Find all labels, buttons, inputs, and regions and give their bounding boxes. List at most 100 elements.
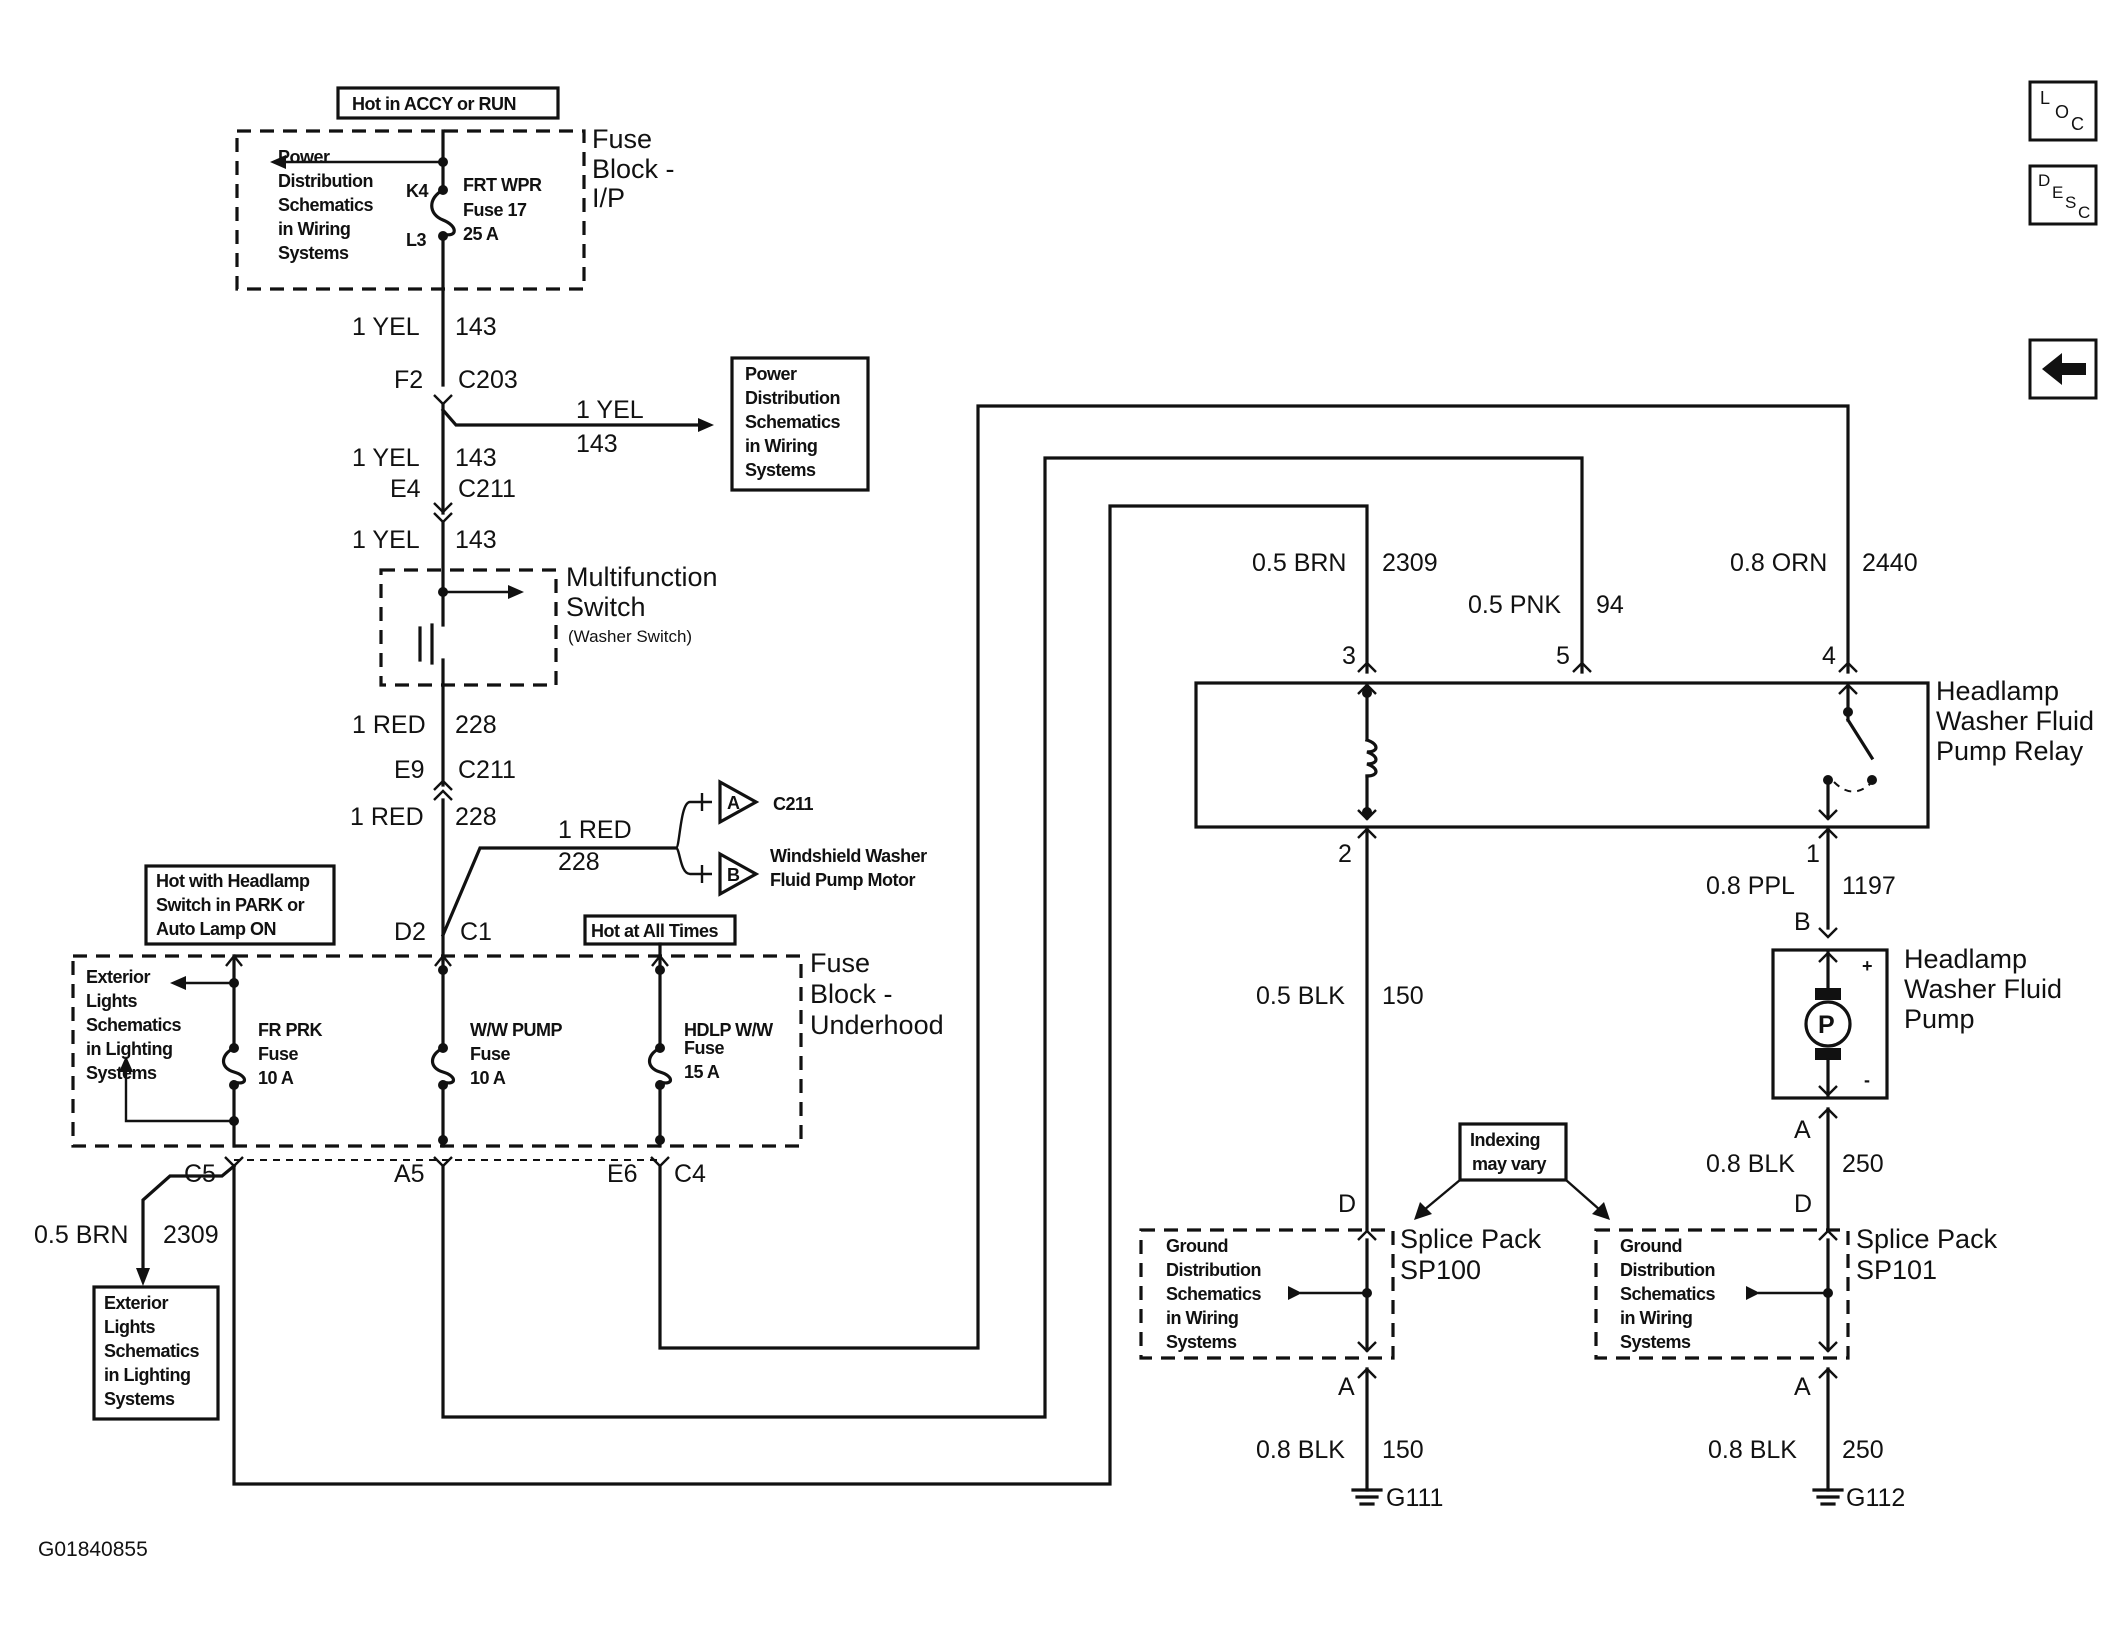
svg-text:Systems: Systems [104, 1389, 175, 1409]
hot-with-headlamp-label: Hot with Headlamp Switch in PARK or Auto… [144, 864, 336, 946]
relay-switch-icon [1818, 683, 1877, 821]
power-distribution-ref-right: Power Distribution Schematics in Wiring … [730, 356, 870, 492]
svg-text:Schematics: Schematics [745, 412, 841, 432]
svg-text:143: 143 [455, 526, 497, 554]
svg-text:A: A [1794, 1116, 1811, 1144]
svg-text:2: 2 [1338, 840, 1352, 868]
svg-text:Windshield Washer: Windshield Washer [770, 846, 927, 866]
pump-motor-icon: P + - [1804, 951, 1873, 1097]
exterior-lights-ref-top: Exterior Lights Schematics in Lighting S… [86, 967, 182, 1083]
svg-text:Power: Power [745, 364, 797, 384]
svg-text:Fuse: Fuse [470, 1044, 511, 1064]
svg-text:10 A: 10 A [470, 1068, 506, 1088]
svg-text:B: B [1794, 908, 1811, 936]
svg-text:228: 228 [558, 848, 600, 876]
svg-text:1197: 1197 [1842, 872, 1896, 900]
svg-text:Block -: Block - [810, 979, 893, 1009]
back-button[interactable] [2028, 338, 2098, 400]
svg-text:C211: C211 [458, 475, 516, 503]
svg-text:2309: 2309 [1382, 549, 1438, 577]
svg-text:Distribution: Distribution [1620, 1260, 1715, 1280]
svg-text:1 RED: 1 RED [352, 711, 426, 739]
svg-text:G111: G111 [1386, 1484, 1443, 1512]
svg-text:in Wiring: in Wiring [1620, 1308, 1692, 1328]
svg-text:2309: 2309 [163, 1221, 219, 1249]
fuse-block-ip-outline [235, 129, 586, 291]
svg-text:FR PRK: FR PRK [258, 1020, 323, 1040]
svg-text:0.8 BLK: 0.8 BLK [1256, 1436, 1345, 1464]
svg-text:Fuse: Fuse [810, 948, 870, 978]
svg-text:Pump Relay: Pump Relay [1936, 736, 2084, 766]
svg-text:0.5 PNK: 0.5 PNK [1468, 591, 1561, 619]
fr-prk-fuse-label: FR PRK Fuse 10 A [258, 1020, 323, 1088]
multifunction-switch-label: Multifunction Switch (Washer Switch) [566, 562, 718, 646]
svg-text:Systems: Systems [1620, 1332, 1691, 1352]
svg-text:Schematics: Schematics [104, 1341, 200, 1361]
hot-at-all-times-label: Hot at All Times [583, 914, 737, 946]
frt-wpr-fuse-label: FRT WPR Fuse 17 25 A [463, 175, 542, 244]
svg-text:W/W PUMP: W/W PUMP [470, 1020, 562, 1040]
svg-text:in Lighting: in Lighting [104, 1365, 190, 1385]
svg-text:150: 150 [1382, 1436, 1424, 1464]
svg-text:C: C [2078, 203, 2090, 222]
svg-text:Lights: Lights [86, 991, 137, 1011]
svg-text:SP100: SP100 [1400, 1255, 1481, 1285]
svg-text:L3: L3 [406, 230, 426, 250]
svg-text:25 A: 25 A [463, 224, 499, 244]
svg-text:Exterior: Exterior [104, 1293, 169, 1313]
svg-text:C5: C5 [184, 1160, 216, 1188]
connector-a-icon: A [690, 779, 760, 825]
svg-text:C203: C203 [458, 366, 518, 394]
pump-relay-body [1194, 681, 1930, 829]
ground-g112-icon [1812, 1488, 1844, 1506]
ww-pump-fuse-icon [430, 1045, 456, 1085]
svg-text:1: 1 [1806, 840, 1820, 868]
svg-text:0.8 BLK: 0.8 BLK [1708, 1436, 1797, 1464]
svg-text:Systems: Systems [86, 1063, 157, 1083]
svg-text:E: E [2052, 183, 2063, 202]
hot-accy-run-label: Hot in ACCY or RUN [336, 86, 560, 120]
svg-text:Fluid Pump Motor: Fluid Pump Motor [770, 870, 915, 890]
connector-b-icon: B [690, 851, 760, 897]
ground-g111-icon [1351, 1488, 1383, 1506]
svg-text:1 YEL: 1 YEL [576, 396, 644, 424]
svg-text:may vary: may vary [1472, 1154, 1547, 1174]
svg-text:Switch in PARK or: Switch in PARK or [156, 895, 305, 915]
svg-text:Headlamp: Headlamp [1936, 676, 2059, 706]
svg-text:250: 250 [1842, 1436, 1884, 1464]
svg-text:Lights: Lights [104, 1317, 155, 1337]
ground-dist-ref-sp101: Ground Distribution Schematics in Wiring… [1620, 1236, 1716, 1352]
desc-button[interactable]: D E S C [2028, 164, 2098, 226]
svg-text:1 RED: 1 RED [350, 803, 424, 831]
svg-text:Multifunction: Multifunction [566, 562, 718, 592]
svg-text:1 YEL: 1 YEL [352, 313, 420, 341]
svg-text:P: P [1818, 1011, 1835, 1039]
svg-text:Hot in ACCY or RUN: Hot in ACCY or RUN [352, 94, 516, 114]
svg-text:C: C [2071, 114, 2084, 134]
svg-text:Auto Lamp ON: Auto Lamp ON [156, 919, 276, 939]
svg-text:94: 94 [1596, 591, 1624, 619]
svg-text:0.8 BLK: 0.8 BLK [1706, 1150, 1795, 1178]
svg-text:0.8 PPL: 0.8 PPL [1706, 872, 1795, 900]
svg-text:C211: C211 [458, 756, 516, 784]
svg-text:0.8 ORN: 0.8 ORN [1730, 549, 1827, 577]
svg-text:Headlamp: Headlamp [1904, 944, 2027, 974]
svg-text:15 A: 15 A [684, 1062, 720, 1082]
svg-text:D: D [2038, 171, 2050, 190]
svg-text:in Wiring: in Wiring [745, 436, 817, 456]
svg-text:E9: E9 [394, 756, 425, 784]
svg-text:Switch: Switch [566, 592, 646, 622]
svg-text:Distribution: Distribution [1166, 1260, 1261, 1280]
exterior-lights-ref-bottom: Exterior Lights Schematics in Lighting S… [92, 1285, 220, 1421]
svg-text:Schematics: Schematics [86, 1015, 182, 1035]
svg-text:A: A [727, 793, 740, 813]
svg-text:-: - [1864, 1070, 1870, 1090]
loc-button[interactable]: L O C [2028, 80, 2098, 142]
hdlp-ww-fuse-icon [647, 1045, 673, 1085]
svg-text:HDLP W/W: HDLP W/W [684, 1020, 773, 1040]
svg-text:0.5 BRN: 0.5 BRN [34, 1221, 128, 1249]
svg-text:10 A: 10 A [258, 1068, 294, 1088]
svg-text:Hot with Headlamp: Hot with Headlamp [156, 871, 310, 891]
svg-text:Ground: Ground [1620, 1236, 1682, 1256]
svg-text:(Washer Switch): (Washer Switch) [568, 627, 692, 646]
